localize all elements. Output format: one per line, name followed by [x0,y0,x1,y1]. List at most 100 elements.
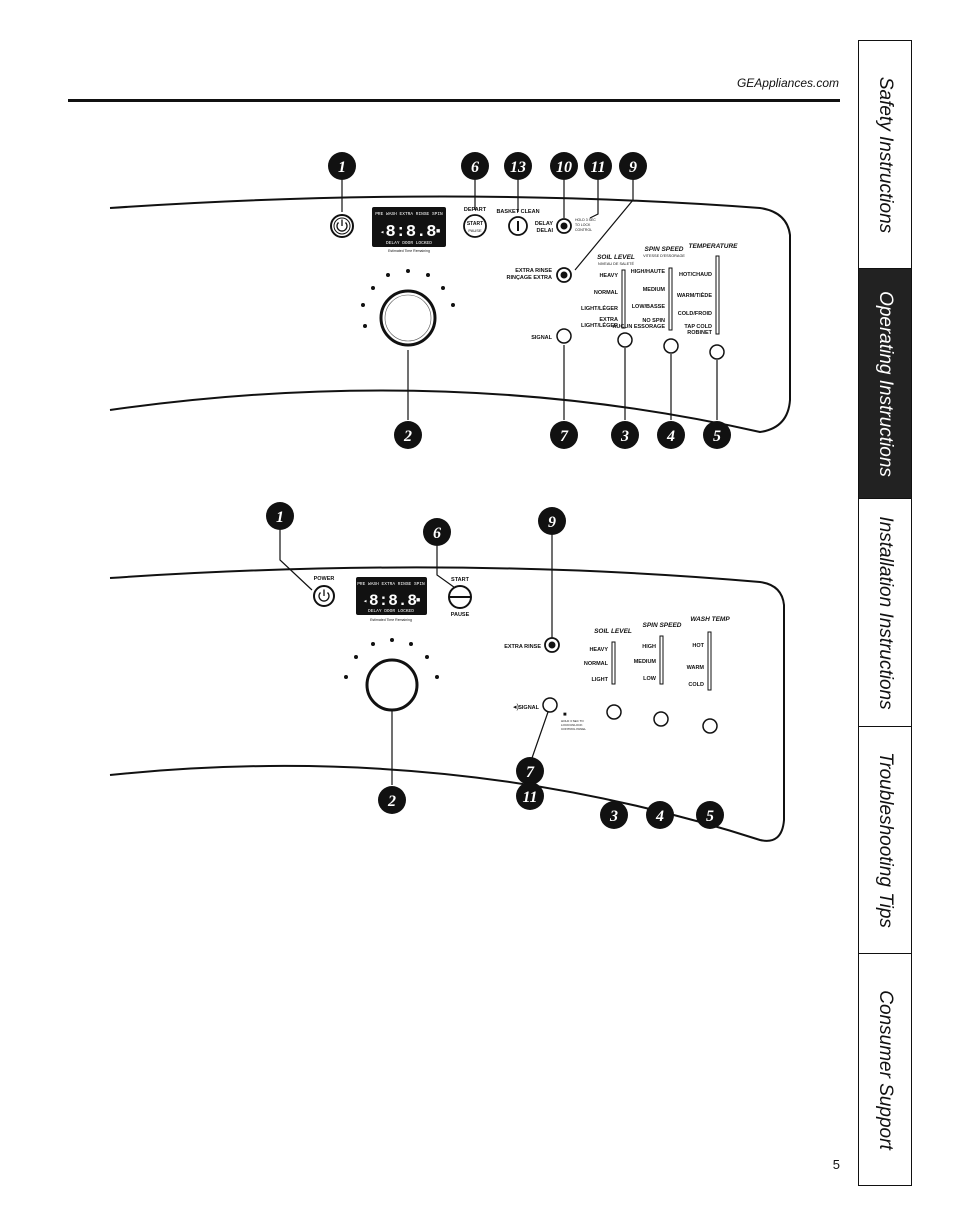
callout-11: 11 [522,789,537,806]
page-number: 5 [832,1157,840,1172]
callout-3: 3 [620,428,629,445]
tab-troubleshooting-tips[interactable]: Troubleshooting Tips [859,727,911,954]
signal-button[interactable] [542,697,558,713]
display-panel: PRE WASH EXTRA RINSE SPIN 8:8.8 ◂ ■ DELA… [372,207,446,247]
callout-11: 11 [590,159,605,176]
callout-7: 7 [560,428,569,445]
display-caption: Estimated Time Remaining [388,249,430,253]
power-icon [318,592,330,602]
svg-text:CONTROL PANEL: CONTROL PANEL [561,727,586,731]
tab-operating-instructions[interactable]: Operating Instructions [859,269,911,499]
callout-6: 6 [433,525,441,542]
svg-text:DELAY: DELAY [535,221,553,227]
callout-10: 10 [556,159,572,176]
lock-icon: ■ [563,712,567,718]
callout-9: 9 [548,514,556,531]
svg-text:8:8.8: 8:8.8 [385,223,436,242]
start-pause-button[interactable]: START PAUSE [463,214,487,238]
svg-text:NORMAL: NORMAL [584,661,609,667]
basket-clean-label: BASKET CLEAN [496,209,539,215]
spin-speed-title: SPIN SPEED [642,622,681,629]
svg-text:LIGHT/LÉGER: LIGHT/LÉGER [581,321,618,329]
panel-2-outline [109,566,785,842]
svg-text:COLD: COLD [688,682,704,688]
callout-7: 7 [526,764,535,781]
wash-temp-title: WASH TEMP [690,616,730,623]
callout-5: 5 [706,808,714,825]
svg-text:ROBINET: ROBINET [687,330,712,336]
extra-rinse-button[interactable] [544,637,560,653]
svg-text:VITESSE D'ESSORAGE: VITESSE D'ESSORAGE [643,254,685,258]
svg-text:NO SPIN: NO SPIN [642,318,665,324]
svg-text:TAP COLD: TAP COLD [684,324,712,330]
wash-temp-bar [707,631,712,691]
panel-1-outline [109,195,791,434]
signal-label: SIGNAL [531,335,552,341]
spin-speed-bar [659,635,664,685]
soil-level-bar [611,641,616,685]
power-label: POWER [314,576,335,582]
tab-safety-instructions[interactable]: Safety Instructions [859,41,911,269]
lock-icon: ■ [416,597,420,605]
panel-1: 1 6 13 10 11 9 2 7 3 4 5 PRE WASH EXTRA … [109,152,791,449]
spin-speed-button[interactable] [663,338,679,354]
svg-text:START: START [451,577,470,583]
spin-speed-bar [668,267,673,331]
svg-text:COLD/FROID: COLD/FROID [678,311,712,317]
svg-text:PRE WASH EXTRA RINSE SPIN: PRE WASH EXTRA RINSE SPIN [375,211,443,217]
temperature-title: TEMPERATURE [689,243,739,250]
knob-indicator-dots [361,269,455,328]
wash-temp-button[interactable] [702,718,718,734]
temperature-button[interactable] [709,344,725,360]
svg-text:DEPART: DEPART [464,207,487,213]
svg-text:PAUSE: PAUSE [468,228,482,233]
callout-2: 2 [387,793,396,810]
basket-clean-button[interactable] [508,216,528,236]
header-rule [68,99,840,102]
delay-button[interactable] [556,218,572,234]
section-tabs: Safety Instructions Operating Instructio… [858,40,912,1186]
signal-button[interactable] [556,328,572,344]
knob-indicator-dots [344,638,439,679]
svg-text:HEAVY: HEAVY [599,273,618,279]
soil-level-button[interactable] [617,332,633,348]
cycle-knob[interactable] [379,289,437,347]
power-button[interactable] [313,585,335,607]
svg-text:LIGHT: LIGHT [592,677,609,683]
display-caption: Estimated Time Remaining [370,618,412,622]
svg-text:EXTRA RINSE: EXTRA RINSE [515,268,552,274]
cycle-knob[interactable] [365,658,419,712]
signal-icon: ◂) [513,704,519,711]
signal-label: SIGNAL [518,705,539,711]
svg-text:RINÇAGE EXTRA: RINÇAGE EXTRA [506,275,552,281]
spin-speed-title: SPIN SPEED [644,246,683,253]
power-icon [336,222,348,232]
tab-installation-instructions[interactable]: Installation Instructions [859,499,911,727]
start-pause-button[interactable] [448,585,472,609]
callout-2: 2 [403,428,412,445]
callout-1: 1 [338,159,346,176]
svg-text:HOT: HOT [692,643,704,649]
spin-speed-button[interactable] [653,711,669,727]
power-button[interactable] [330,214,354,238]
svg-text:TO LOCK: TO LOCK [575,223,591,227]
extra-rinse-button[interactable] [556,267,572,283]
svg-text:HIGH: HIGH [642,644,656,650]
soil-level-title: SOIL LEVEL [594,628,632,635]
svg-text:WARM: WARM [687,665,705,671]
callout-6: 6 [471,159,479,176]
soil-level-button[interactable] [606,704,622,720]
soil-level-bar [621,269,626,329]
panel-2-leaders [279,530,553,785]
panel-2: 1 6 9 2 7 11 3 4 5 POWER PRE WASH EXTRA … [109,502,785,842]
svg-text:PAUSE: PAUSE [451,612,470,618]
soil-level-title: SOIL LEVEL [597,254,635,261]
svg-text:LOW: LOW [643,676,657,682]
svg-text:NORMAL: NORMAL [594,290,619,296]
signal-icon: ◂ [363,598,367,606]
svg-text:DELAY DOOR LOCKED: DELAY DOOR LOCKED [386,240,432,246]
panel-2-callouts: 1 6 9 2 7 11 3 4 5 [266,502,724,829]
svg-text:PRE WASH EXTRA RINSE SPIN: PRE WASH EXTRA RINSE SPIN [357,581,425,587]
panel-1-leaders [341,180,718,420]
svg-text:MEDIUM: MEDIUM [643,287,666,293]
